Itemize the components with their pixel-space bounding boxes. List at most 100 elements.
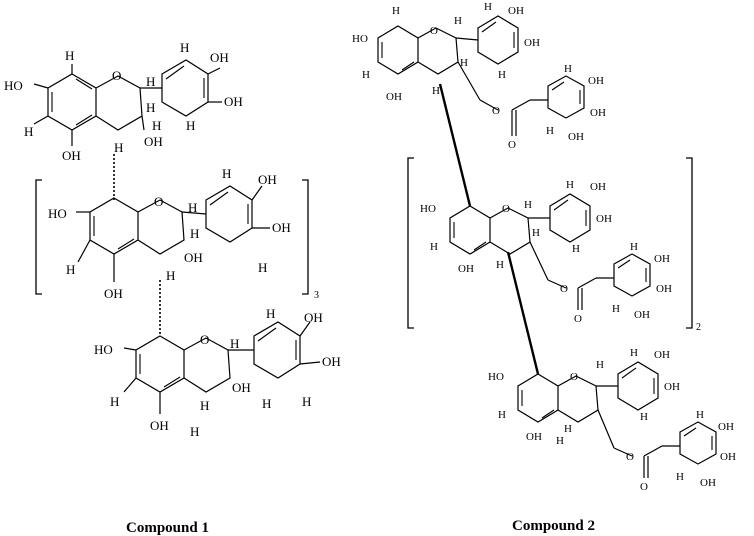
atom-ho: HO [4,78,23,93]
compound-2-unit-top: H HO H OH O H H H H OH OH H O O H OH OH … [352,1,606,151]
compound-1-unit-bottom: O HO H OH H OH H H H OH OH H H [94,306,341,439]
atom-oh: OH [718,421,734,433]
atom-h: H [262,396,271,411]
atom-oh: OH [524,37,540,49]
atom-h: H [180,40,189,55]
atom-ho: HO [420,203,436,215]
atom-oh: OH [322,354,341,369]
atom-h: H [524,199,532,211]
atom-oh: OH [232,380,251,395]
atom-ho: HO [94,342,113,357]
atom-h: H [114,140,123,155]
atom-o: O [492,105,500,117]
atom-h: H [110,394,119,409]
compound-1-unit-middle: O HO H OH H H OH H H OH OH H [48,166,291,301]
atom-oh: OH [62,148,81,163]
atom-oh: OH [272,220,291,235]
atom-oh: OH [588,75,604,87]
atom-h: H [65,48,74,63]
atom-oh: OH [458,263,474,275]
atom-oh: OH [654,253,670,265]
atom-h: H [392,5,400,17]
atom-o: O [508,139,516,151]
compound-2-unit-bottom: HO H OH O H H H H OH OH H O O H OH OH OH… [488,347,736,493]
atom-h: H [566,179,574,191]
atom-oh: OH [104,286,123,301]
atom-oh: OH [664,381,680,393]
atom-h: H [66,262,75,277]
atom-o: O [502,203,510,215]
bracket-right [302,179,309,295]
atom-oh: OH [386,91,402,103]
repeat-index: 2 [696,322,701,333]
atom-h: H [24,124,33,139]
atom-h: H [432,85,440,97]
atom-h: H [222,166,231,181]
atom-oh: OH [210,50,229,65]
atom-h: H [230,336,239,351]
atom-h: H [146,100,155,115]
atom-o: O [640,481,648,493]
atom-h: H [152,118,161,133]
atom-h: H [190,424,199,439]
atom-oh: OH [224,94,243,109]
atom-oh: OH [590,181,606,193]
atom-h: H [302,394,311,409]
compound-2-unit-middle: HO H OH O H H H H OH OH H O O H OH OH OH… [420,179,672,325]
atom-h: H [190,226,199,241]
atom-h: H [630,347,638,359]
atom-h: H [630,241,638,253]
atom-h: H [362,69,370,81]
atom-h: H [564,423,572,435]
atom-h: H [266,306,275,321]
atom-h: H [200,398,209,413]
atom-h: H [556,435,564,447]
atom-oh: OH [720,451,736,463]
atom-oh: OH [304,310,323,325]
atom-h: H [498,69,506,81]
atom-h: H [146,74,155,89]
atom-oh: OH [568,131,584,143]
atom-oh: OH [150,418,169,433]
atom-oh: OH [654,349,670,361]
atom-h: H [572,243,580,255]
atom-oh: OH [526,431,542,443]
atom-h: H [676,471,684,483]
atom-h: H [484,1,492,13]
atom-oh: OH [508,5,524,17]
atom-o: O [560,283,568,295]
atom-oh: OH [656,283,672,295]
atom-h: H [564,63,572,75]
linkage-bond [438,83,472,207]
atom-oh: OH [634,309,650,321]
compound-2: H HO H OH O H H H H OH OH H O O H OH OH … [352,1,736,534]
atom-h: H [430,241,438,253]
atom-o: O [570,371,578,383]
atom-h: H [188,200,197,215]
atom-oh: OH [144,134,163,149]
atom-h: H [596,359,604,371]
caption-compound-2: Compound 2 [512,518,595,534]
atom-h: H [612,303,620,315]
atom-h: H [166,268,175,283]
atom-o: O [626,451,634,463]
linkage-bond [506,251,540,375]
bracket-right [686,157,693,329]
atom-oh: OH [700,477,716,489]
atom-oh: OH [184,250,203,265]
atom-h: H [186,118,195,133]
atom-oh: OH [590,107,606,119]
atom-h: H [258,260,267,275]
atom-h: H [546,125,554,137]
bracket-left [407,157,414,329]
atom-h: H [460,57,468,69]
caption-compound-1: Compound 1 [126,520,209,536]
atom-h: H [696,409,704,421]
compound-1-unit-top: O H HO H OH H H OH H H OH OH H H [4,40,243,163]
atom-ho: HO [352,33,368,45]
atom-o: O [574,313,582,325]
bracket-left [35,179,42,295]
compound-1: O H HO H OH H H OH H H OH OH H H [4,40,341,536]
atom-o: O [112,68,121,83]
